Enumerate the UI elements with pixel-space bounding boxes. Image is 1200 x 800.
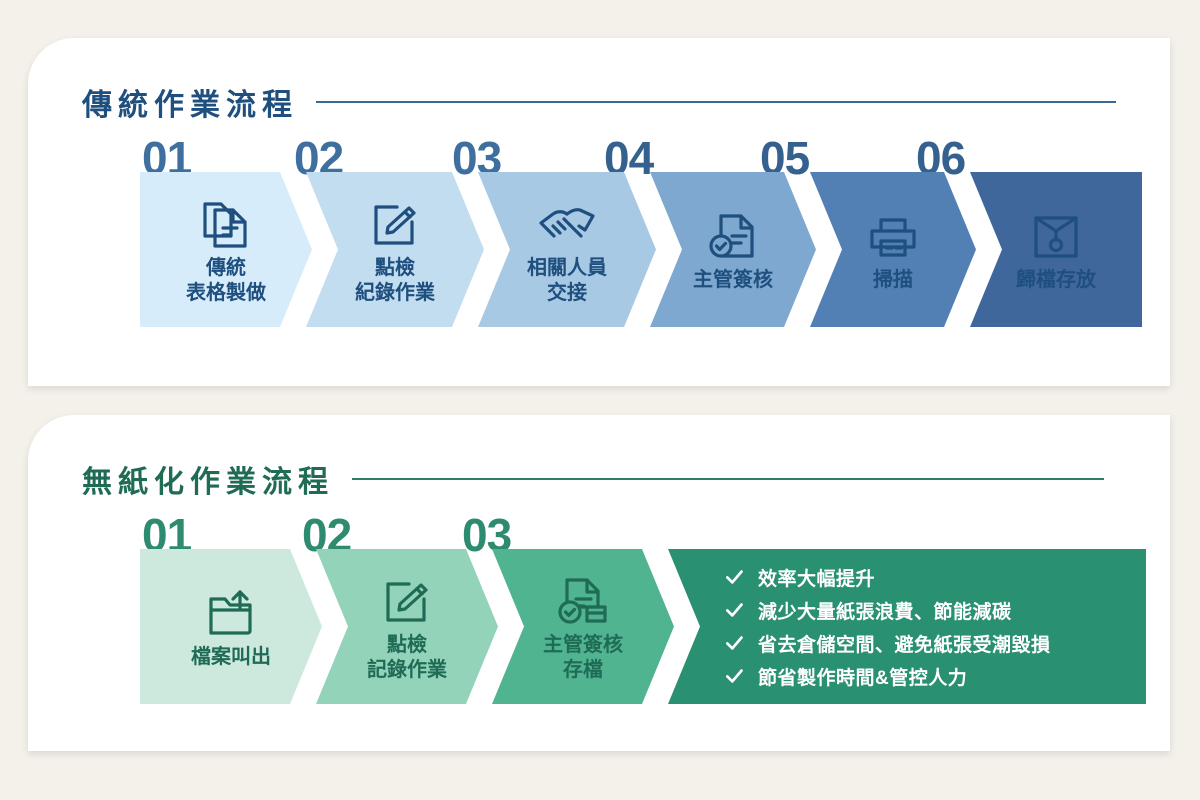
benefit-item-1-text: 效率大幅提升: [758, 568, 876, 590]
paperless-step-3[interactable]: 主管簽核 存檔: [492, 549, 674, 704]
benefit-item-1: 效率大幅提升: [724, 564, 1122, 591]
paperless-step-1-label: 檔案叫出: [191, 646, 271, 668]
folder-upload-icon: [204, 583, 258, 639]
traditional-step-5-label: 掃描: [873, 269, 913, 291]
traditional-step-6-label: 歸檔存放: [1016, 269, 1096, 291]
paperless-step-2-label: 點檢 記錄作業: [367, 633, 447, 681]
paperless-step-1[interactable]: 檔案叫出: [140, 549, 322, 704]
benefit-item-3-text: 省去倉儲空間、避免紙張受潮毀損: [758, 634, 1051, 656]
edit-note-icon: [381, 571, 433, 627]
documents-icon: [201, 194, 251, 250]
check-icon: [726, 636, 743, 650]
benefit-item-4-text: 節省製作時間&管控人力: [758, 667, 968, 689]
traditional-title-rule: [316, 101, 1116, 103]
benefit-item-4: 節省製作時間&管控人力: [724, 663, 1122, 690]
traditional-step-2[interactable]: 點檢 紀錄作業: [306, 172, 484, 327]
traditional-step-1[interactable]: 傳統 表格製做: [140, 172, 312, 327]
check-icon: [726, 603, 743, 617]
traditional-step-2-label: 點檢 紀錄作業: [355, 256, 435, 304]
traditional-section-title: 傳統作業流程: [82, 89, 298, 122]
paperless-title-rule: [352, 478, 1104, 480]
paperless-step-flow: 檔案叫出 點檢 記錄作業: [140, 549, 1146, 704]
document-check-icon: [708, 206, 758, 262]
printer-icon: [866, 206, 920, 262]
traditional-step-4-label: 主管簽核: [693, 269, 773, 291]
envelope-file-icon: [1031, 206, 1081, 262]
benefit-item-2-text: 減少大量紙張浪費、節能減碳: [758, 601, 1012, 623]
document-check-file-icon: [554, 571, 612, 627]
edit-note-icon: [369, 194, 421, 250]
check-icon: [726, 570, 743, 584]
handshake-icon: [537, 194, 597, 250]
traditional-step-3-label: 相關人員 交接: [527, 256, 607, 304]
traditional-section-header: 傳統作業流程: [82, 80, 1116, 124]
traditional-step-3[interactable]: 相關人員 交接: [478, 172, 656, 327]
traditional-step-flow: 傳統 表格製做 點檢 紀錄作業: [140, 172, 1142, 327]
check-icon: [726, 669, 743, 683]
benefit-item-3: 省去倉儲空間、避免紙張受潮毀損: [724, 630, 1122, 657]
paperless-benefits-panel: 效率大幅提升 減少大量紙張浪費、節能減碳 省去倉儲空間、避免紙張受潮毀損 節省製…: [668, 549, 1146, 704]
traditional-step-5[interactable]: 掃描: [810, 172, 976, 327]
traditional-step-6[interactable]: 歸檔存放: [970, 172, 1142, 327]
benefit-item-2: 減少大量紙張浪費、節能減碳: [724, 597, 1122, 624]
traditional-step-4[interactable]: 主管簽核: [650, 172, 816, 327]
paperless-section-title: 無紙化作業流程: [82, 466, 334, 499]
paperless-section-header: 無紙化作業流程: [82, 457, 1104, 501]
paperless-step-2[interactable]: 點檢 記錄作業: [316, 549, 498, 704]
traditional-step-1-label: 傳統 表格製做: [186, 256, 266, 304]
paperless-step-3-label: 主管簽核 存檔: [543, 633, 623, 681]
